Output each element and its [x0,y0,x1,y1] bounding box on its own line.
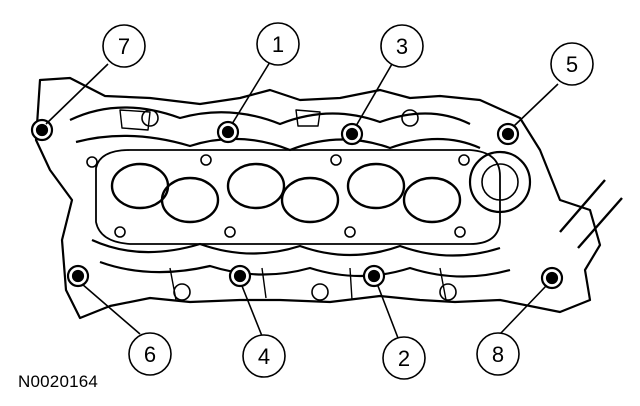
callout-label: 7 [118,34,130,59]
callout-5: 5 [550,42,594,86]
intake-port [346,162,406,210]
intake-port [226,162,286,210]
intake-port [402,176,462,224]
bolts [30,118,564,290]
callout-label: 2 [398,346,410,371]
bolt-6 [66,264,90,288]
callout-3: 3 [380,24,424,68]
bolt-5 [496,122,520,146]
bolt-2 [362,264,386,288]
bolt-3 [340,122,364,146]
bolt-1 [216,120,240,144]
intake-port [160,176,220,224]
bolt-4 [228,264,252,288]
bolt-7 [30,118,54,142]
bolt-8 [540,266,564,290]
callout-8: 8 [476,332,520,376]
manifold-outline [34,76,623,320]
figure-id: N0020164 [18,372,99,391]
callout-7: 7 [102,24,146,68]
minor-holes [86,109,470,301]
intake-port [280,176,340,224]
leader-lines [45,61,559,339]
callout-label: 3 [396,34,408,59]
callouts: 7 1 3 5 6 4 2 8 [102,22,594,380]
callout-2: 2 [382,336,426,380]
callout-4: 4 [242,334,286,378]
callout-label: 5 [566,52,578,77]
callout-label: 1 [272,32,284,57]
callout-label: 4 [258,344,270,369]
callout-1: 1 [256,22,300,66]
intake-ports [110,162,462,224]
intake-port [110,162,170,210]
callout-label: 8 [492,342,504,367]
callout-6: 6 [128,332,172,376]
callout-label: 6 [144,342,156,367]
